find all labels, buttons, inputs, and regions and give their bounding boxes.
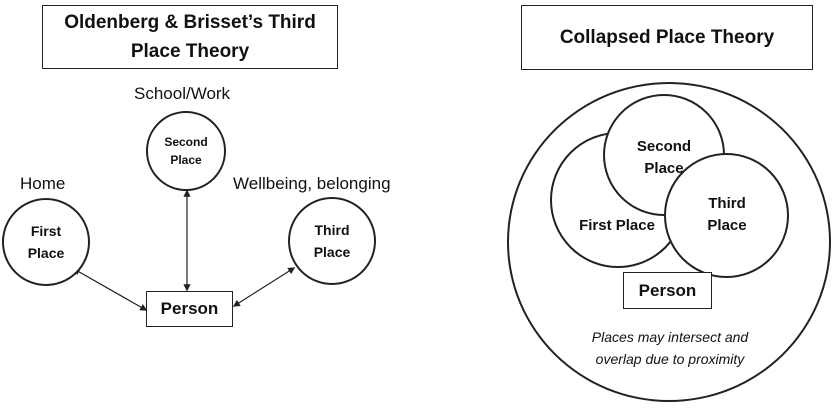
home-caption: Home (20, 174, 66, 193)
right-title-box: Collapsed Place Theory (521, 5, 813, 70)
overlap-note-line2: overlap due to proximity (595, 351, 745, 367)
left-person-box: Person (146, 291, 233, 327)
third-place-circle: Third Place (288, 197, 376, 285)
third-place-line2: Place (313, 244, 351, 260)
collapsed-second-label: Second Place (619, 136, 709, 180)
first-to-person-arrow (72, 268, 148, 311)
third-place-collapsed-circle (664, 153, 789, 278)
first-place-circle: First Place (2, 198, 90, 286)
collapsed-first-label: First Place (562, 215, 672, 237)
right-person-box: Person (623, 272, 712, 309)
overlap-note-line1: Places may intersect and (591, 329, 749, 345)
left-title-line2: Place Theory (130, 41, 250, 62)
second-place-circle: Second Place (146, 111, 226, 191)
second-place-line2: Place (170, 153, 202, 167)
collapsed-third-line1: Third (708, 195, 746, 212)
collapsed-first-text: First Place (579, 217, 655, 234)
first-place-line1: First (30, 223, 62, 239)
third-to-person-arrow (232, 267, 296, 307)
left-title-box: Oldenberg & Brisset’s Third Place Theory (42, 5, 338, 69)
left-title-line1: Oldenberg & Brisset’s Third (64, 12, 316, 33)
collapsed-third-label: Third Place (682, 193, 772, 237)
left-person-label: Person (160, 299, 219, 318)
collapsed-third-line2: Place (707, 217, 747, 234)
second-place-line1: Second (164, 135, 208, 149)
third-place-line1: Third (314, 222, 350, 238)
right-title: Collapsed Place Theory (559, 27, 775, 48)
first-place-line2: Place (27, 245, 65, 261)
overlap-note: Places may intersect and overlap due to … (545, 326, 795, 370)
school-work-caption: School/Work (134, 84, 231, 103)
wellbeing-caption: Wellbeing, belonging (233, 174, 391, 193)
right-person-label: Person (638, 280, 697, 300)
collapsed-second-line2: Place (644, 160, 684, 177)
collapsed-second-line1: Second (636, 138, 692, 155)
